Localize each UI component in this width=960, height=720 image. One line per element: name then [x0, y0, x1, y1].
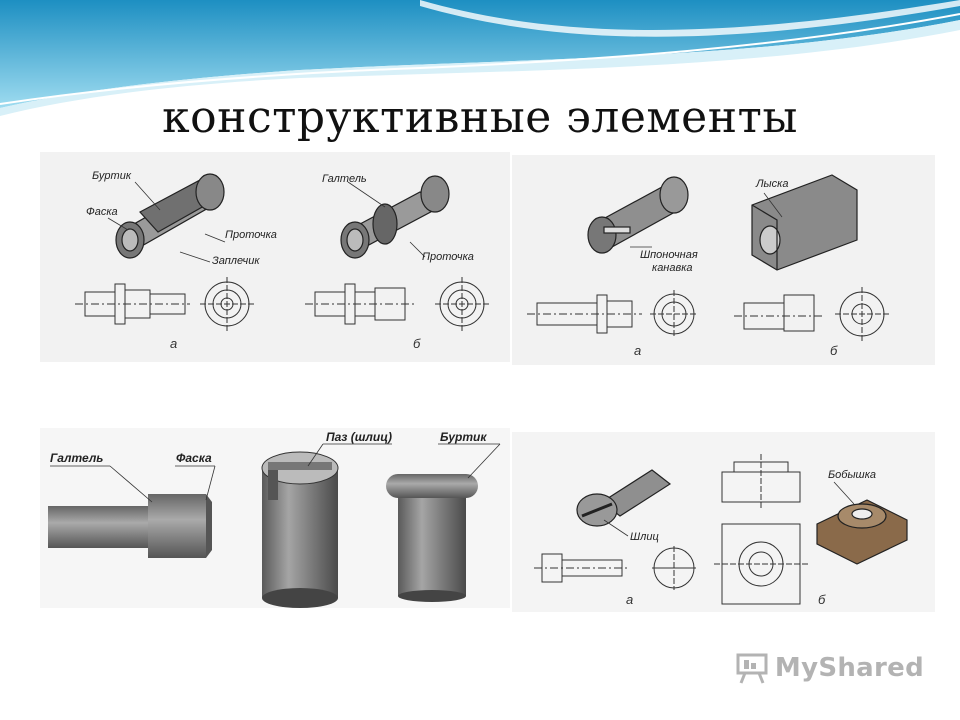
label-lyska: Лыска	[755, 178, 788, 190]
subcaption-a: а	[170, 336, 177, 351]
presentation-board-icon	[736, 653, 768, 684]
subcaption-b: б	[413, 336, 421, 351]
label-zaplechik: Заплечик	[212, 255, 260, 267]
subcaption-a: а	[626, 592, 633, 607]
label-burtik: Буртик	[440, 430, 487, 444]
label-galtel: Галтель	[50, 451, 103, 465]
shaft-with-fillet-chamfer	[48, 494, 212, 558]
label-faska: Фаска	[176, 451, 212, 465]
label-kanavka: канавка	[652, 262, 693, 274]
block-flat-isometric	[751, 174, 858, 271]
label-burtik: Буртик	[92, 170, 132, 182]
figure-shaded-solids-bottom-left: Галтель Фаска Паз (шлиц) Буртик	[40, 428, 510, 608]
header-wave-decoration	[0, 0, 960, 116]
subcaption-b: б	[830, 343, 838, 358]
label-protochka: Проточка	[225, 229, 277, 241]
boss-isometric	[816, 499, 908, 565]
label-protochka-b: Проточка	[422, 251, 474, 263]
orthographic-views-panel1	[75, 277, 489, 331]
shaft-b-isometric	[340, 175, 450, 259]
label-shponochnaya: Шпоночная	[640, 249, 698, 261]
figure-shaft-elements-top-left: Буртик Фаска Проточка Заплечик Галтель П…	[40, 152, 510, 362]
orthographic-views-boss	[714, 454, 808, 605]
subcaption-b: б	[818, 592, 826, 607]
cylinder-with-slot	[261, 451, 339, 608]
myshared-logo: MyShared	[735, 652, 924, 684]
label-faska: Фаска	[86, 206, 118, 218]
orthographic-views-screw	[534, 546, 696, 590]
label-bobyshka: Бобышка	[828, 469, 876, 481]
shaft-keyway-isometric	[587, 176, 689, 254]
screw-isometric	[576, 469, 672, 527]
figure-keyway-flat-top-right: Шпоночная канавка Лыска а б	[512, 155, 935, 365]
label-galtel: Галтель	[322, 173, 367, 185]
figure-screw-boss-bottom-right: Шлиц Бобышка а б	[512, 432, 935, 612]
subcaption-a: а	[634, 343, 641, 358]
orthographic-views-panel2	[527, 287, 889, 341]
slide-title: конструктивные элементы	[162, 92, 798, 143]
label-paz-shlits: Паз (шлиц)	[326, 430, 392, 444]
logo-text: MyShared	[774, 653, 924, 683]
shaft-a-isometric	[115, 173, 225, 259]
cylinder-with-bead	[386, 474, 478, 602]
label-shlits: Шлиц	[630, 531, 659, 543]
